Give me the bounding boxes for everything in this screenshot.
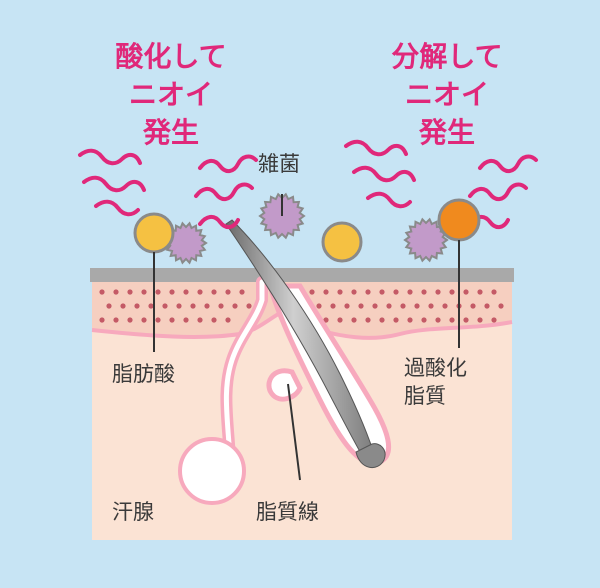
skin-dot (498, 303, 504, 309)
skin-dot (351, 317, 357, 323)
skin-dot (197, 317, 203, 323)
skin-dot (449, 317, 455, 323)
left-caption: 酸化して ニオイ 発生 (96, 38, 246, 152)
skin-dot (463, 317, 469, 323)
fatty-acid-icon (321, 221, 363, 263)
skin-dot (428, 303, 434, 309)
sweat-duct-inner (223, 279, 265, 463)
skin-dot (134, 303, 140, 309)
skin-dot (113, 317, 119, 323)
skin-dot (414, 303, 420, 309)
left-caption-line: ニオイ (128, 78, 213, 111)
sweat-gland-label: 汗腺 (112, 500, 154, 524)
skin-dot (99, 317, 105, 323)
bacteria-label: 雑菌 (258, 152, 300, 176)
skin-dot (176, 303, 182, 309)
skin-dot (477, 317, 483, 323)
sebaceous-gland-label: 脂質線 (256, 500, 319, 524)
left-caption-line: 発生 (142, 116, 199, 149)
skin-dot (386, 303, 392, 309)
skin-dot (379, 317, 385, 323)
skin-dot (155, 289, 161, 295)
peroxide-lipid-icon (437, 198, 481, 242)
skin-dot (323, 317, 329, 323)
skin-dot (484, 303, 490, 309)
skin-dot (372, 303, 378, 309)
skin-dot (477, 289, 483, 295)
peroxide-lipid-label: 過酸化 脂質 (404, 354, 467, 410)
skin-dot (246, 303, 252, 309)
bacteria-icon (403, 217, 449, 263)
right-caption-line: 分解して (391, 40, 503, 73)
skin-dot (337, 317, 343, 323)
skin-dot (407, 317, 413, 323)
hair-bulb (355, 443, 386, 468)
skin-dot (358, 303, 364, 309)
skin-dot (127, 289, 133, 295)
skin-dot (169, 317, 175, 323)
peroxide-lipid-label-line: 過酸化 (404, 356, 467, 380)
skin-dot (141, 289, 147, 295)
skin-dot (309, 289, 315, 295)
skin-dot (337, 289, 343, 295)
skin-dot (407, 289, 413, 295)
skin-dot (162, 303, 168, 309)
skin-dot (491, 289, 497, 295)
sebaceous-gland (266, 368, 303, 402)
skin-dot (169, 289, 175, 295)
skin-dot (393, 317, 399, 323)
skin-dot (225, 289, 231, 295)
skin-dot (190, 303, 196, 309)
skin-dot (435, 289, 441, 295)
leader-lines (153, 194, 460, 481)
skin-dot (218, 303, 224, 309)
right-caption-line: ニオイ (404, 78, 489, 111)
skin-dot (449, 289, 455, 295)
skin-dot (351, 289, 357, 295)
skin-dot (442, 303, 448, 309)
skin-dot (155, 317, 161, 323)
skin-dot (148, 303, 154, 309)
sweat-gland (178, 437, 246, 505)
skin-dot (491, 317, 497, 323)
skin-dot (365, 317, 371, 323)
skin-dot (211, 317, 217, 323)
skin-surface (90, 268, 514, 282)
peroxide-lipid-label-line: 脂質 (404, 384, 446, 408)
skin-dot (106, 303, 112, 309)
skin-dot (99, 289, 105, 295)
skin-dot (393, 289, 399, 295)
skin-dot (183, 289, 189, 295)
skin-dot (400, 303, 406, 309)
skin-dot (211, 289, 217, 295)
left-caption-line: 酸化して (115, 40, 227, 73)
fatty-acid-label: 脂肪酸 (112, 362, 175, 386)
skin-dot (365, 289, 371, 295)
right-caption: 分解して ニオイ 発生 (372, 38, 522, 152)
skin-dot (204, 303, 210, 309)
skin-dot (183, 317, 189, 323)
skin-dot (435, 317, 441, 323)
skin-dot (323, 289, 329, 295)
skin-dots (99, 289, 504, 323)
right-caption-line: 発生 (418, 116, 475, 149)
skin-dot (421, 317, 427, 323)
skin-dot (120, 303, 126, 309)
skin-dot (232, 303, 238, 309)
skin-dot (113, 289, 119, 295)
fatty-acid-icon (133, 212, 175, 254)
skin-dot (330, 303, 336, 309)
skin-dot (344, 303, 350, 309)
skin-dot (470, 303, 476, 309)
skin-dot (379, 289, 385, 295)
skin-dot (225, 317, 231, 323)
skin-dot (197, 289, 203, 295)
skin-dot (141, 317, 147, 323)
skin-dot (316, 303, 322, 309)
skin-dot (239, 289, 245, 295)
skin-dot (463, 289, 469, 295)
skin-dot (127, 317, 133, 323)
skin-dot (421, 289, 427, 295)
